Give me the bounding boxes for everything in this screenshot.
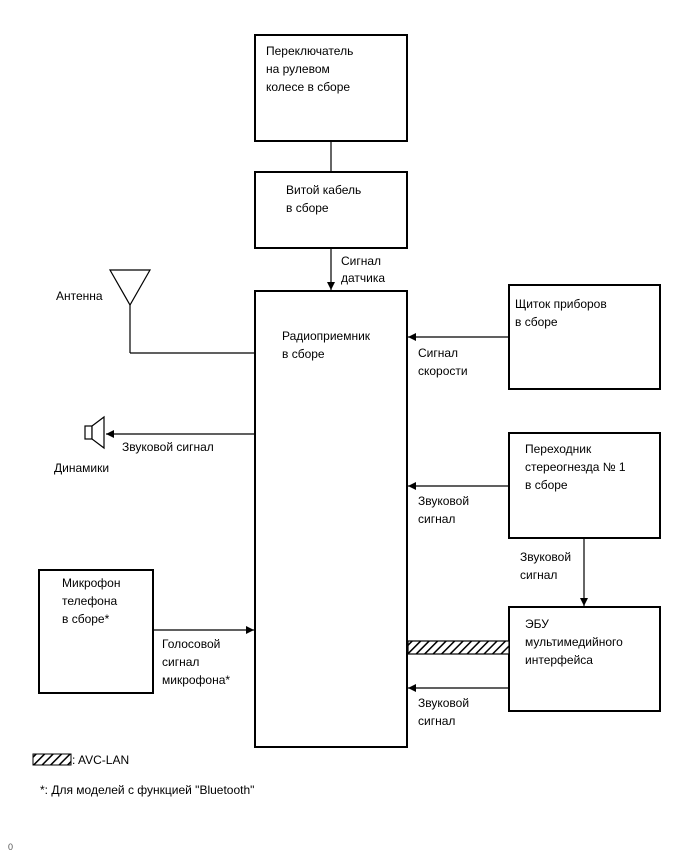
steering-switch-label: Переключатель на рулевом колесе в сборе: [266, 44, 357, 94]
radio-receiver-label: Радиоприемник в сборе: [282, 329, 373, 361]
sound-signal-adapter-label: Звуковой сигнал: [418, 494, 472, 526]
multimedia-ecu-block: ЭБУ мультимедийного интерфейса: [508, 606, 661, 712]
stereo-jack-adapter-label: Переходник стереогнезда № 1 в сборе: [525, 442, 629, 492]
spiral-cable-label: Витой кабель в сборе: [286, 183, 365, 215]
avc-lan-bus: [407, 640, 510, 655]
steering-switch-block: Переключатель на рулевом колесе в сборе: [254, 34, 408, 142]
multimedia-ecu-label: ЭБУ мультимедийного интерфейса: [525, 617, 626, 667]
speed-signal-label: Сигнал скорости: [418, 346, 468, 378]
avc-lan-legend-swatch: [32, 753, 72, 766]
combination-meter-label: Щиток приборов в сборе: [515, 297, 610, 329]
radio-receiver-block: Радиоприемник в сборе: [254, 290, 408, 748]
telephone-microphone-label: Микрофон телефона в сборе*: [62, 576, 124, 626]
voice-signal-label: Голосовой сигнал микрофона*: [162, 637, 230, 687]
speaker-icon: [84, 415, 105, 450]
page-mark: 0: [8, 842, 13, 852]
speakers-label: Динамики: [54, 461, 109, 475]
antenna-icon: [108, 269, 255, 354]
sensor-signal-label: Сигнал датчика: [341, 254, 385, 285]
spiral-cable-block: Витой кабель в сборе: [254, 171, 408, 249]
sound-signal-speakers-label: Звуковой сигнал: [122, 440, 214, 454]
combination-meter-block: Щиток приборов в сборе: [508, 284, 661, 390]
sound-signal-ecu-label: Звуковой сигнал: [418, 696, 472, 728]
antenna-label: Антенна: [56, 289, 103, 303]
avc-lan-legend-label: : AVC-LAN: [72, 753, 129, 767]
stereo-jack-adapter-block: Переходник стереогнезда № 1 в сборе: [508, 432, 661, 539]
telephone-microphone-block: Микрофон телефона в сборе*: [38, 569, 154, 694]
bluetooth-footnote: *: Для моделей с функцией "Bluetooth": [40, 783, 254, 797]
sound-signal-to-ecu-label: Звуковой сигнал: [520, 550, 574, 582]
